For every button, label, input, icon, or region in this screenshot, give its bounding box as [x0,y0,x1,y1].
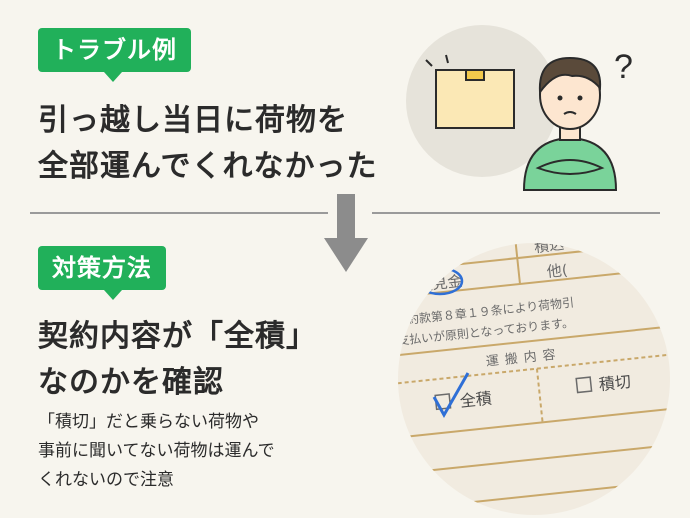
contract-photo: 金 積込 後見金 他( 契約款第８章１９条により荷物引 支払いが原則となっており… [398,243,670,515]
doc-top-word-2: 積込 [533,243,565,256]
solution-note-line-3: くれないので注意 [38,470,174,490]
divider-right [372,212,660,214]
divider-left [30,212,328,214]
solution-headline: 契約内容が「全積」 なのかを確認 [38,314,317,406]
illustration-circle [406,25,558,177]
cardboard-box-icon [425,54,515,129]
solution-note: 「積切」だと乗らない荷物や 事前に聞いてない荷物は運んで くれないので注意 [38,408,275,495]
problem-headline-line-1: 引っ越し当日に荷物を [38,103,348,138]
confused-person-icon: ? [522,48,633,191]
problem-headline-line-2: 全部運んでくれなかった [38,149,378,184]
doc-top-word-1: 金 [424,248,441,267]
solution-tag-label: 対策方法 [52,254,152,282]
checkmark-icon [432,372,470,419]
question-mark: ? [614,48,633,86]
solution-note-line-1: 「積切」だと乗らない荷物や [38,412,259,432]
contract-document: 金 積込 後見金 他( 契約款第８章１９条により荷物引 支払いが原則となっており… [398,243,670,510]
solution-note-line-2: 事前に聞いてない荷物は運んで [38,441,275,461]
problem-headline: 引っ越し当日に荷物を 全部運んでくれなかった [38,98,378,190]
doc-row-2: 他( [546,261,569,281]
problem-tag-label: トラブル例 [52,36,177,64]
solution-headline-line-2: なのかを確認 [38,365,224,400]
doc-option-full: 全積 [459,389,493,411]
solution-headline-line-1: 契約内容が「全積」 [38,319,317,354]
doc-option-limited: 積切 [598,372,632,394]
down-arrow-icon [324,194,368,272]
problem-tag: トラブル例 [38,28,191,82]
doc-header: 運搬内容 [485,346,562,370]
solution-tag: 対策方法 [38,246,166,300]
